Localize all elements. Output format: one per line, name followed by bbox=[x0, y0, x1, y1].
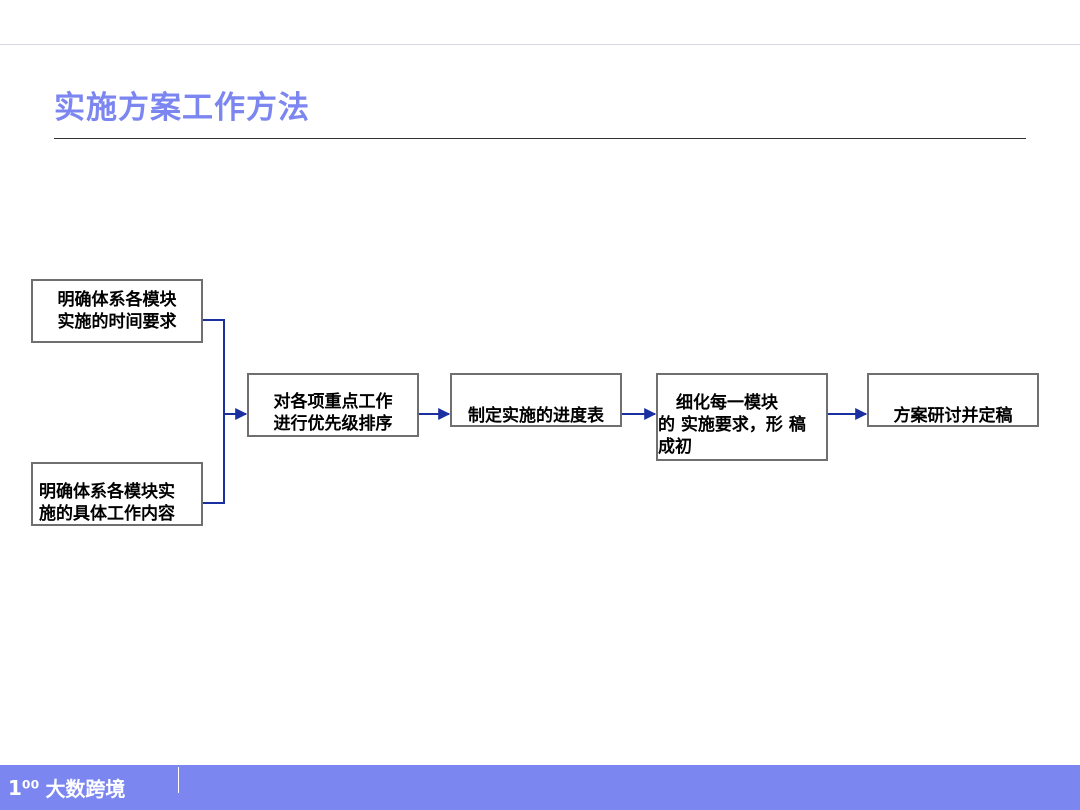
step-box-line: 成初 bbox=[658, 437, 692, 457]
step-box-finalize: 方案研讨并定稿 bbox=[867, 373, 1039, 427]
brand-logo: 1⁰⁰ 大数跨境 bbox=[8, 773, 125, 802]
footer-divider bbox=[178, 767, 179, 793]
title-underline bbox=[54, 138, 1026, 139]
step-box-line: 实施的时间要求 bbox=[57, 312, 177, 332]
footer-bar: 1⁰⁰ 大数跨境 bbox=[0, 765, 1080, 810]
step-box-work-content: 明确体系各模块实 施的具体工作内容 bbox=[31, 462, 203, 526]
step-box-line: 的 实施要求，形 稿 bbox=[658, 415, 806, 435]
step-box-line: 方案研讨并定稿 bbox=[893, 406, 1013, 426]
step-box-time-requirements: 明确体系各模块 实施的时间要求 bbox=[31, 279, 203, 343]
step-box-line: 制定实施的进度表 bbox=[468, 406, 604, 426]
step-box-line: 细化每一模块 bbox=[676, 393, 778, 413]
step-box-schedule: 制定实施的进度表 bbox=[450, 373, 622, 427]
step-box-refine-modules: 细化每一模块 的 实施要求，形 稿 成初 bbox=[656, 373, 828, 461]
step-box-line: 明确体系各模块实 bbox=[39, 482, 175, 502]
step-box-line: 进行优先级排序 bbox=[273, 414, 393, 434]
slide-title: 实施方案工作方法 bbox=[54, 90, 310, 126]
step-box-line: 对各项重点工作 bbox=[273, 392, 393, 412]
step-box-prioritize: 对各项重点工作 进行优先级排序 bbox=[247, 373, 419, 437]
step-box-line: 施的具体工作内容 bbox=[39, 504, 175, 524]
step-box-line: 明确体系各模块 bbox=[57, 290, 177, 310]
logo-mark-icon: 1⁰⁰ bbox=[8, 775, 40, 800]
connector-box1-bracket bbox=[203, 319, 225, 414]
connector-box2-bracket bbox=[203, 414, 225, 504]
top-divider bbox=[0, 44, 1080, 45]
brand-name: 大数跨境 bbox=[45, 777, 126, 801]
